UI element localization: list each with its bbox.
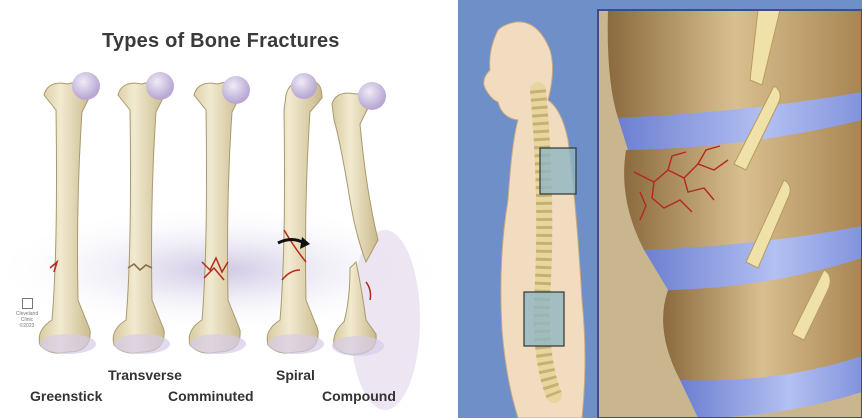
figure-title: Types of Bone Fractures <box>102 30 340 53</box>
label-compound: Compound <box>322 388 396 404</box>
highlight-box-lower <box>524 292 564 346</box>
spine-fracture-illustration <box>458 0 862 418</box>
highlight-box-upper <box>540 148 576 194</box>
label-greenstick: Greenstick <box>30 388 102 404</box>
clinic-logo: Cleveland Clinic ©2023 <box>14 298 40 329</box>
label-spiral: Spiral <box>276 367 315 383</box>
spine-fracture-panel <box>458 0 862 418</box>
zoomed-vertebrae <box>598 10 862 418</box>
bone-head <box>358 82 386 110</box>
bone-head <box>291 73 317 99</box>
bone-fracture-panel: Types of Bone Fractures Cleveland Clinic… <box>0 0 440 418</box>
label-comminuted: Comminuted <box>168 388 254 404</box>
bone-fracture-illustration <box>0 0 440 418</box>
bone-head <box>222 76 250 104</box>
bone-head <box>146 72 174 100</box>
logo-text: Cleveland Clinic ©2023 <box>14 311 40 329</box>
bone-head <box>72 72 100 100</box>
logo-mark-icon <box>22 298 33 309</box>
label-transverse: Transverse <box>108 367 182 383</box>
